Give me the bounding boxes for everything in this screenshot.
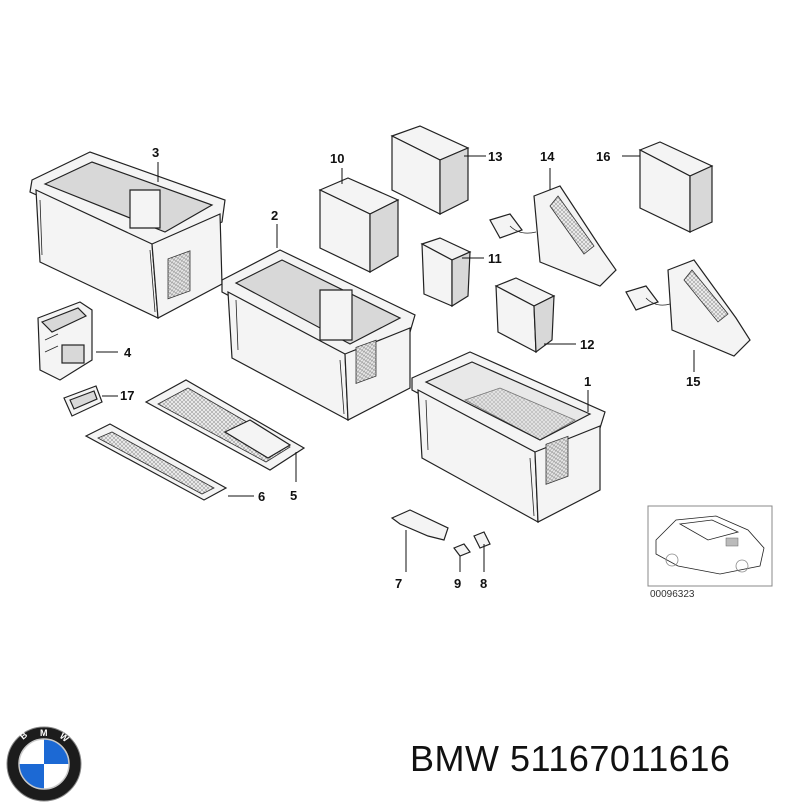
callout-1: 1 xyxy=(584,374,591,389)
part-1-storage-box xyxy=(411,351,606,524)
callout-12: 12 xyxy=(580,337,594,352)
part-3-storage-box xyxy=(29,151,226,319)
part-8-clip xyxy=(473,531,491,549)
part-11-cup xyxy=(420,237,472,308)
callout-17: 17 xyxy=(120,388,134,403)
part-4-holder xyxy=(37,301,93,381)
callout-5: 5 xyxy=(290,488,297,503)
callout-8: 8 xyxy=(480,576,487,591)
leader-lines xyxy=(96,155,695,572)
part-10-insert xyxy=(318,177,400,274)
callout-2: 2 xyxy=(271,208,278,223)
callout-10: 10 xyxy=(330,151,344,166)
callout-11: 11 xyxy=(488,251,502,266)
callout-7: 7 xyxy=(395,576,402,591)
svg-text:B: B xyxy=(18,729,30,741)
part-2-storage-box xyxy=(221,249,416,422)
vehicle-thumbnail xyxy=(647,505,773,587)
callout-15: 15 xyxy=(686,374,700,389)
part-17-small-tray xyxy=(63,385,103,417)
thumbnail-id: 00096323 xyxy=(650,589,695,600)
callout-6: 6 xyxy=(258,489,265,504)
callout-13: 13 xyxy=(488,149,502,164)
callout-9: 9 xyxy=(454,576,461,591)
part-15-bracket xyxy=(625,259,751,357)
callout-4: 4 xyxy=(124,345,132,360)
part-number-label: BMW 51167011616 xyxy=(410,738,731,779)
part-13-insert xyxy=(390,125,470,215)
callout-3: 3 xyxy=(152,145,159,160)
callout-16: 16 xyxy=(596,149,610,164)
svg-text:M: M xyxy=(40,728,48,738)
part-12-cup xyxy=(494,277,556,354)
part-9-clip xyxy=(453,543,471,557)
part-5-tray-mat xyxy=(144,379,306,471)
part-7-clip xyxy=(390,509,449,541)
part-14-bracket xyxy=(489,185,617,287)
part-6-long-tray xyxy=(84,423,228,501)
part-16-cover xyxy=(638,141,714,233)
bmw-logo: B M W xyxy=(6,726,82,802)
callout-14: 14 xyxy=(540,149,555,164)
